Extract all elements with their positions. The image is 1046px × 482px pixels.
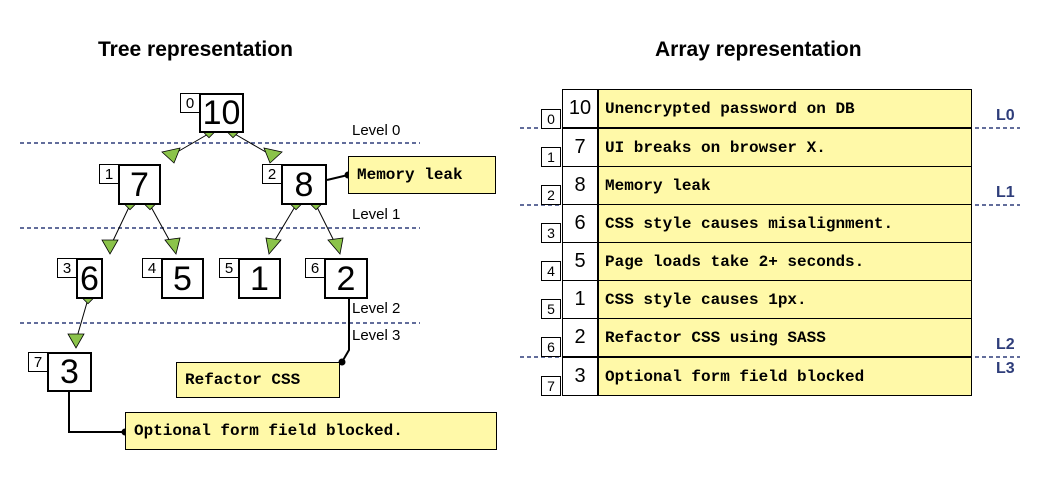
array-index: 3 [541, 223, 561, 243]
tree-level-label-3: Level 3 [352, 327, 401, 344]
array-level-label-1: L1 [996, 184, 1015, 201]
array-row-value: 5 [562, 242, 598, 281]
array-row: 8 Memory leak [562, 166, 972, 205]
array-row-value: 10 [562, 89, 598, 128]
tree-node-index-1: 1 [99, 164, 119, 184]
array-row: 2 Refactor CSS using SASS [562, 318, 972, 357]
array-index: 5 [541, 299, 561, 319]
tree-node-value-5: 1 [238, 258, 281, 299]
connector-dot-refactor-css [338, 358, 346, 366]
array-row-text: Optional form field blocked [598, 357, 972, 396]
tree-node-index-2: 2 [262, 164, 282, 184]
array-index: 0 [541, 109, 561, 129]
tree-node-index-5: 5 [219, 258, 239, 278]
edge-7-6 [110, 204, 131, 246]
arrowhead-3 [67, 333, 85, 349]
tree-node-value-4: 5 [161, 258, 204, 299]
array-row-text: UI breaks on browser X. [598, 128, 972, 167]
tree-node-index-3: 3 [57, 258, 77, 278]
tree-panel-title: Tree representation [98, 38, 293, 61]
edge-8-2 [315, 204, 337, 246]
edge-8-1 [271, 204, 297, 246]
array-row-text: Memory leak [598, 166, 972, 205]
array-row-text: CSS style causes 1px. [598, 280, 972, 319]
arrowhead-8 [263, 147, 283, 164]
tree-node-index-7: 7 [28, 352, 48, 372]
array-index: 1 [541, 147, 561, 167]
array-row: 1 CSS style causes 1px. [562, 280, 972, 319]
array-row: 10 Unencrypted password on DB [562, 89, 972, 128]
edge-6-3 [76, 298, 89, 338]
arrowhead-5 [164, 237, 181, 255]
tree-node-value-7: 3 [47, 352, 92, 392]
array-row-value: 2 [562, 318, 598, 357]
tree-node-value-2: 8 [281, 164, 327, 205]
tree-node-index-6: 6 [305, 258, 325, 278]
tree-node-value-1: 7 [118, 164, 161, 205]
tree-level-label-0: Level 0 [352, 122, 401, 139]
connector-refactor-css [341, 296, 350, 363]
tree-node-value-6: 2 [324, 258, 368, 299]
array-panel-title: Array representation [655, 38, 862, 61]
tree-level-label-1: Level 1 [352, 206, 401, 223]
array-index: 4 [541, 261, 561, 281]
tree-node-value-3: 6 [76, 258, 103, 299]
connector-memory-leak [326, 174, 349, 181]
tree-node-index-4: 4 [142, 258, 162, 278]
array-level-label-0: L0 [996, 107, 1015, 124]
array-row-text: Refactor CSS using SASS [598, 318, 972, 357]
arrowhead-6 [101, 239, 119, 255]
callout-memory-leak: Memory leak [348, 156, 496, 194]
arrowhead-2 [327, 237, 344, 255]
array-level-label-2: L2 [996, 336, 1015, 353]
tree-level-label-2: Level 2 [352, 300, 401, 317]
connector-optional-form [68, 392, 125, 433]
array-row-value: 7 [562, 128, 598, 167]
array-row-value: 8 [562, 166, 598, 205]
array-index: 7 [541, 376, 561, 396]
edge-7-5 [149, 204, 173, 246]
array-row: 6 CSS style causes misalignment. [562, 204, 972, 243]
edge-10-8 [232, 132, 272, 156]
callout-refactor-css: Refactor CSS [176, 362, 340, 398]
array-row-value: 6 [562, 204, 598, 243]
tree-node-value-0: 10 [199, 93, 244, 133]
arrowhead-7 [161, 147, 181, 164]
array-row: 5 Page loads take 2+ seconds. [562, 242, 972, 281]
array-row: 7 UI breaks on browser X. [562, 128, 972, 167]
array-row: 3 Optional form field blocked [562, 357, 972, 396]
array-row-value: 3 [562, 357, 598, 396]
arrowhead-1 [265, 237, 282, 255]
array-level-label-3: L3 [996, 360, 1015, 377]
array-index: 2 [541, 185, 561, 205]
array-row-text: Page loads take 2+ seconds. [598, 242, 972, 281]
array-row-text: Unencrypted password on DB [598, 89, 972, 128]
array-index: 6 [541, 337, 561, 357]
array-row-text: CSS style causes misalignment. [598, 204, 972, 243]
array-row-value: 1 [562, 280, 598, 319]
callout-optional-form: Optional form field blocked. [125, 412, 497, 450]
tree-node-index-0: 0 [180, 93, 200, 113]
